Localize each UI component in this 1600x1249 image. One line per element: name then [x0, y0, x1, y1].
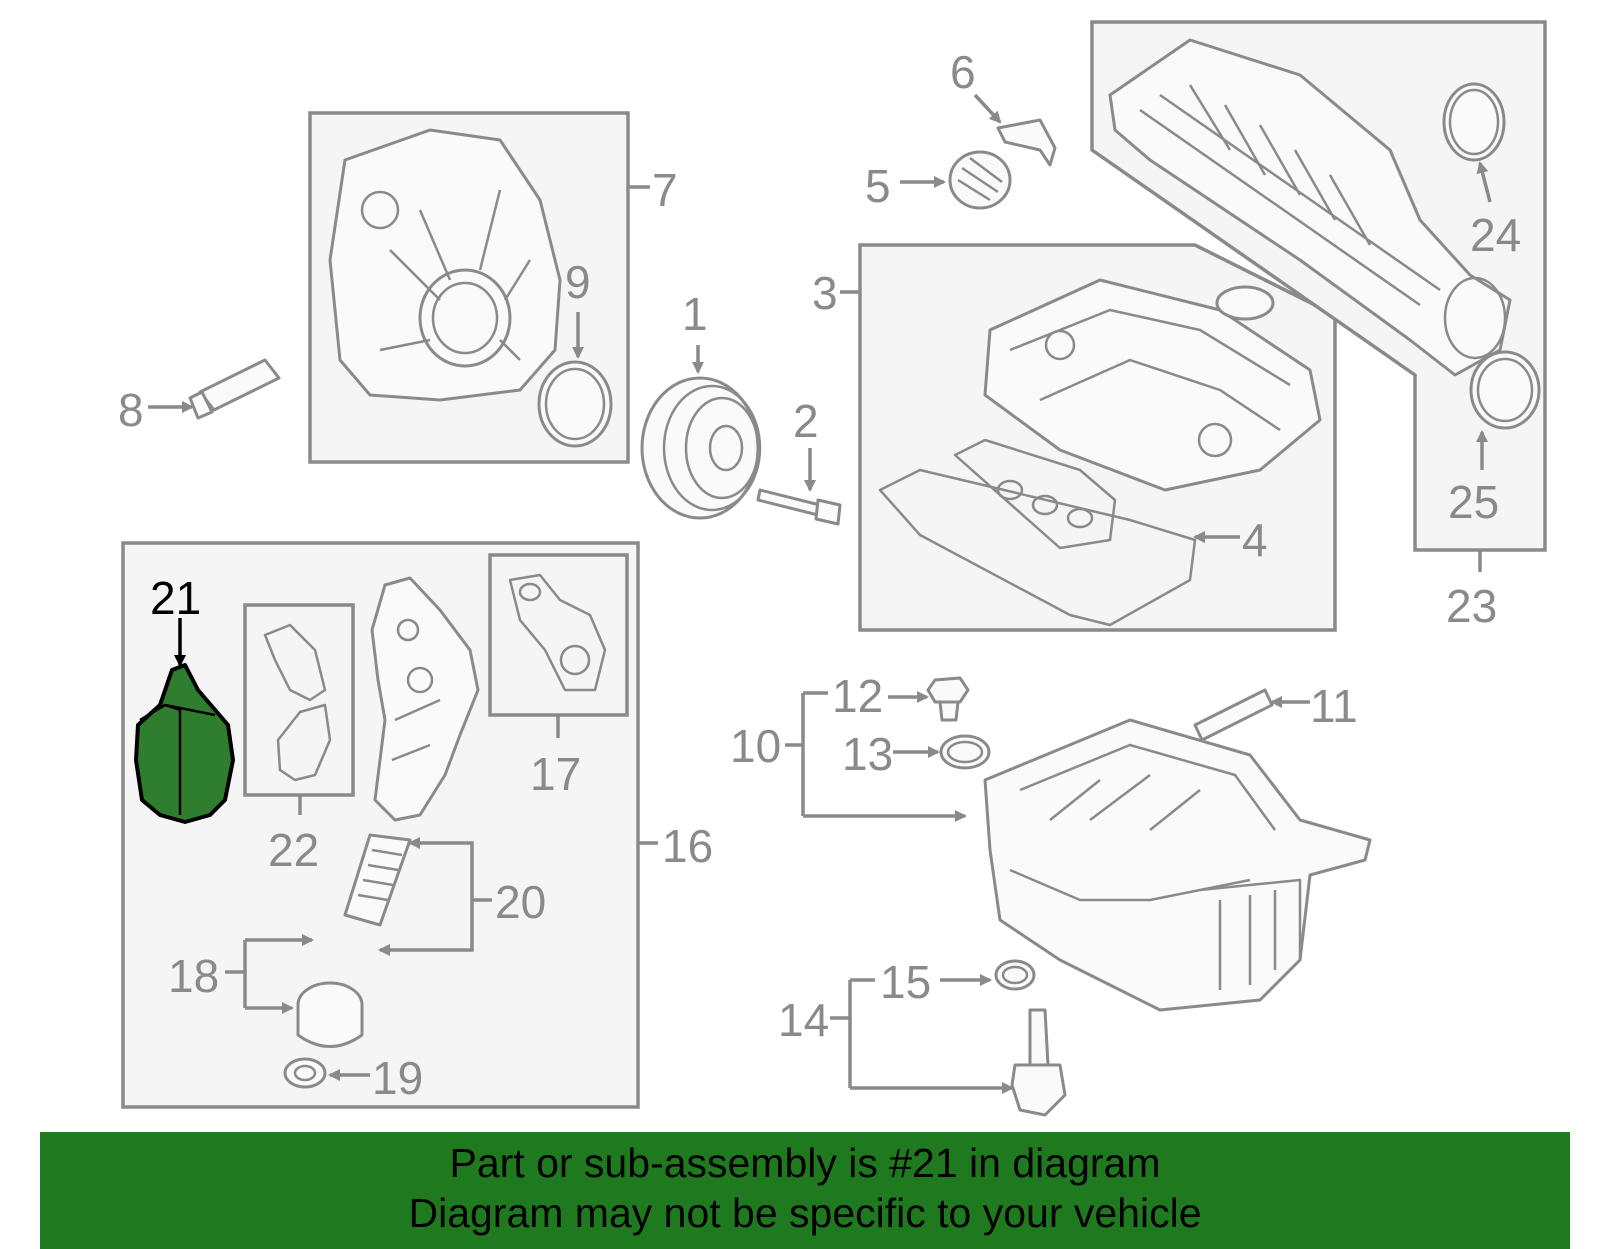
callout-12: 12: [832, 670, 883, 722]
callout-20: 20: [495, 876, 546, 928]
group-box-17: [488, 553, 629, 717]
callout-23: 23: [1446, 580, 1497, 632]
valve-cover-gasket: [878, 438, 1197, 627]
cap-seal: [996, 118, 1057, 167]
manifold-seal-25: [1469, 350, 1541, 430]
seal-ring: [537, 360, 613, 448]
oil-cooler-part-21: [134, 663, 235, 824]
oil-filter-cap: [296, 981, 364, 1048]
cover-gasket: [1215, 285, 1275, 321]
callout-4: 4: [1242, 514, 1268, 566]
seal-ring-15: [994, 959, 1036, 991]
callout-9: 9: [565, 256, 591, 308]
callout-22: 22: [268, 824, 319, 876]
timing-cover: [328, 128, 562, 402]
callout-1: 1: [682, 288, 708, 340]
gaskets-22: [263, 623, 332, 782]
sealant-tube: [188, 358, 281, 420]
callout-7: 7: [652, 164, 678, 216]
callout-15: 15: [880, 956, 931, 1008]
manifold-seal-24: [1442, 82, 1506, 162]
callout-18: 18: [168, 950, 219, 1002]
oil-level-sensor-11: [1193, 688, 1274, 742]
callout-2: 2: [793, 395, 819, 447]
callout-14: 14: [778, 994, 829, 1046]
crankshaft-pulley: [640, 376, 762, 520]
gaskets-17: [508, 573, 607, 692]
oil-filter-element: [343, 833, 412, 927]
banner-line-2: Diagram may not be specific to your vehi…: [408, 1190, 1202, 1236]
drain-plug-19: [283, 1057, 327, 1089]
oil-filler-cap: [948, 150, 1012, 210]
callout-24: 24: [1470, 209, 1521, 261]
oil-level-sensor-14: [1010, 1008, 1067, 1117]
callout-5: 5: [865, 160, 891, 212]
callout-10: 10: [730, 720, 781, 772]
callout-19: 19: [372, 1052, 423, 1104]
pulley-bolt: [756, 488, 842, 526]
callout-3: 3: [812, 267, 838, 319]
banner-line-1: Part or sub-assembly is #21 in diagram: [449, 1140, 1161, 1186]
callout-16: 16: [662, 820, 713, 872]
callout-6: 6: [950, 46, 976, 98]
callout-17: 17: [530, 748, 581, 800]
group-box-22: [243, 603, 355, 797]
valve-cover: [983, 278, 1322, 492]
oil-pan: [983, 718, 1372, 1012]
callout-8: 8: [118, 384, 144, 436]
callout-21: 21: [150, 572, 201, 624]
callout-11: 11: [1310, 680, 1358, 732]
callout-13: 13: [842, 728, 893, 780]
oil-filter-housing: [370, 576, 480, 822]
intake-manifold: [1108, 38, 1512, 377]
drain-plug-12: [926, 676, 970, 722]
callout-25: 25: [1448, 476, 1499, 528]
info-banner: Part or sub-assembly is #21 in diagram D…: [40, 1132, 1570, 1249]
seal-ring-13: [939, 734, 991, 770]
